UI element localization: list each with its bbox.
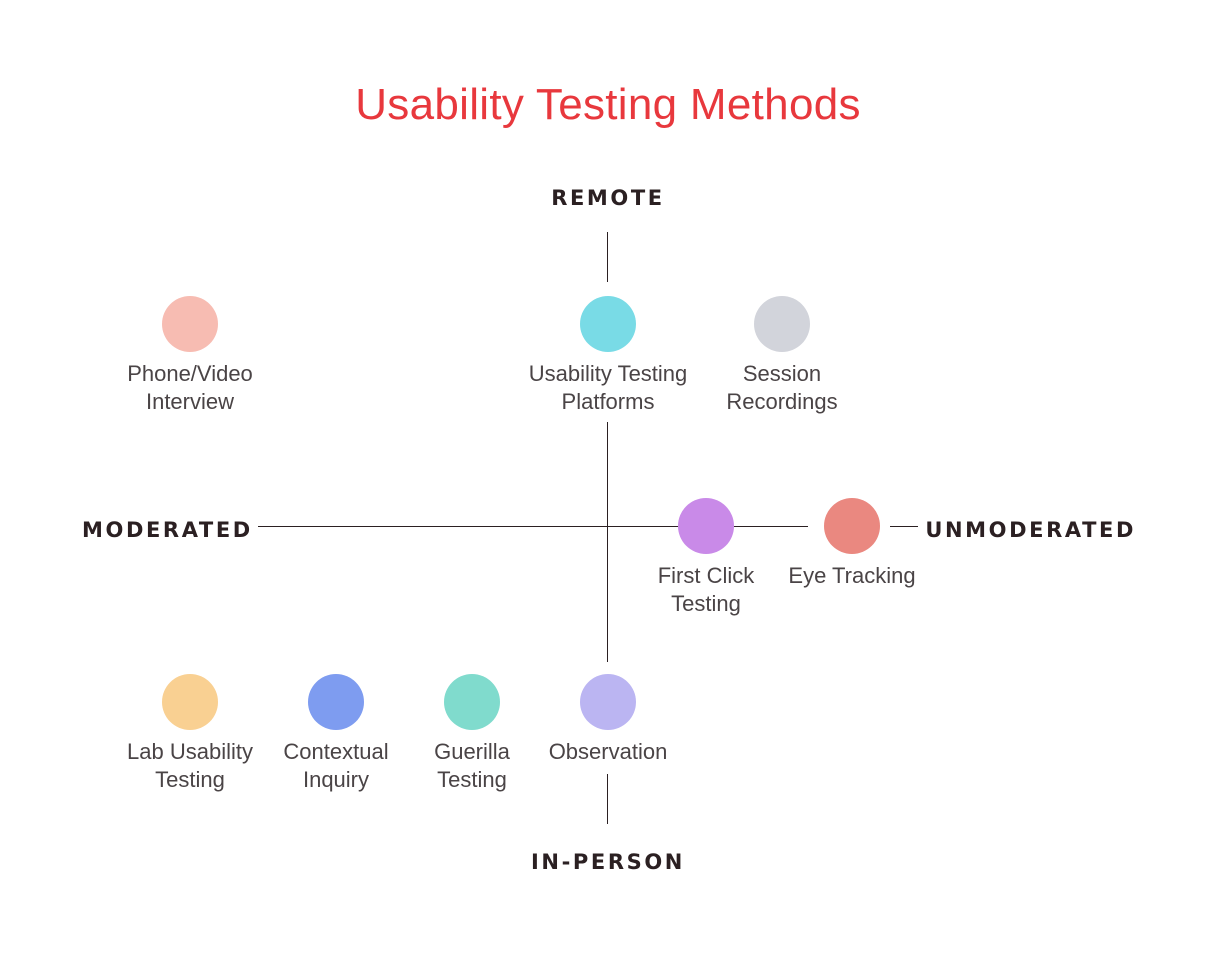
- method-label-first-click-testing: First Click Testing: [657, 563, 755, 616]
- method-label-observation: Observation: [548, 739, 668, 764]
- method-dot-contextual-inquiry: [308, 674, 364, 730]
- vertical-axis-bottom: [607, 774, 608, 824]
- vertical-axis-middle: [607, 422, 608, 662]
- method-label-guerilla-testing: Guerilla Testing: [434, 739, 510, 792]
- method-label-phone-video-interview: Phone/Video Interview: [127, 361, 253, 414]
- method-label-lab-usability-testing: Lab Usability Testing: [127, 739, 253, 792]
- method-dot-lab-usability-testing: [162, 674, 218, 730]
- method-dot-phone-video-interview: [162, 296, 218, 352]
- method-dot-guerilla-testing: [444, 674, 500, 730]
- method-dot-session-recordings: [754, 296, 810, 352]
- method-dot-first-click-testing: [678, 498, 734, 554]
- method-label-contextual-inquiry: Contextual Inquiry: [283, 739, 389, 792]
- method-dot-usability-testing-platforms: [580, 296, 636, 352]
- axis-label-remote: REMOTE: [551, 186, 665, 210]
- horizontal-axis-middle: [734, 526, 808, 527]
- method-dot-observation: [580, 674, 636, 730]
- method-dot-eye-tracking: [824, 498, 880, 554]
- axis-label-unmoderated: UNMODERATED: [925, 518, 1136, 542]
- method-label-session-recordings: Session Recordings: [726, 361, 838, 414]
- axis-label-moderated: MODERATED: [82, 518, 253, 542]
- horizontal-axis-right: [890, 526, 918, 527]
- diagram-title: Usability Testing Methods: [355, 80, 861, 129]
- axis-label-in-person: IN-PERSON: [531, 850, 685, 874]
- method-label-usability-testing-platforms: Usability Testing Platforms: [528, 361, 688, 414]
- vertical-axis-top: [607, 232, 608, 282]
- horizontal-axis-left: [258, 526, 678, 527]
- method-label-eye-tracking: Eye Tracking: [788, 563, 916, 588]
